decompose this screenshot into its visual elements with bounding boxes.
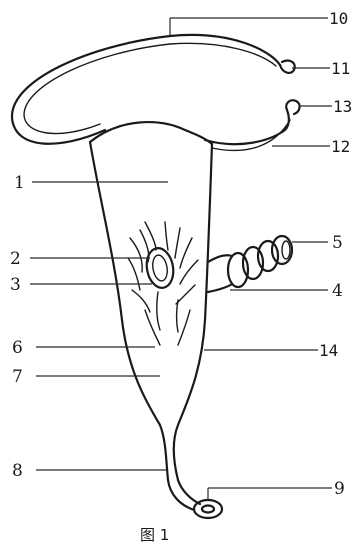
label-14: 14 (319, 341, 338, 360)
label-12: 12 (331, 137, 350, 156)
label-6: 6 (12, 338, 23, 358)
label-11: 11 (331, 59, 350, 78)
label-10: 10 (329, 9, 348, 28)
funnel-body (90, 122, 212, 510)
number-labels: 10 11 13 12 1 2 3 5 4 6 14 7 8 9 (10, 9, 352, 499)
label-3: 3 (10, 275, 21, 295)
label-5: 5 (332, 233, 343, 253)
label-1: 1 (14, 173, 25, 193)
label-9: 9 (334, 479, 345, 499)
label-4: 4 (332, 281, 343, 301)
label-7: 7 (12, 367, 23, 387)
figure-caption: 图 1 (140, 526, 169, 544)
upper-loop-tube (12, 35, 295, 144)
label-13: 13 (333, 97, 352, 116)
foot-ring (194, 500, 222, 518)
label-2: 2 (10, 249, 21, 269)
label-8: 8 (12, 461, 23, 481)
right-arm-tube (205, 100, 300, 150)
coiled-tube (208, 236, 292, 292)
